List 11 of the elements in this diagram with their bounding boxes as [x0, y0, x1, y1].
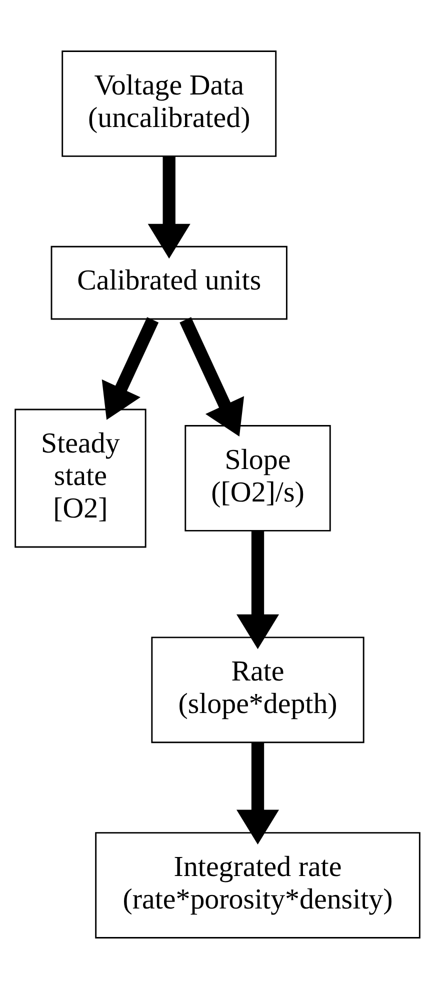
- arrow: [148, 156, 190, 259]
- node-box: Slope ([O2]/s): [184, 425, 331, 532]
- node-box: Integrated rate (rate*porosity*density): [95, 832, 420, 938]
- node-box: Steady state [O2]: [14, 408, 146, 548]
- node-box: Calibrated units: [50, 246, 288, 320]
- node-box: Voltage Data (uncalibrated): [62, 50, 277, 157]
- arrow: [102, 317, 159, 420]
- arrow: [180, 317, 244, 437]
- arrow: [236, 530, 280, 650]
- node-box: Rate (slope*depth): [151, 636, 364, 744]
- arrow: [236, 742, 280, 844]
